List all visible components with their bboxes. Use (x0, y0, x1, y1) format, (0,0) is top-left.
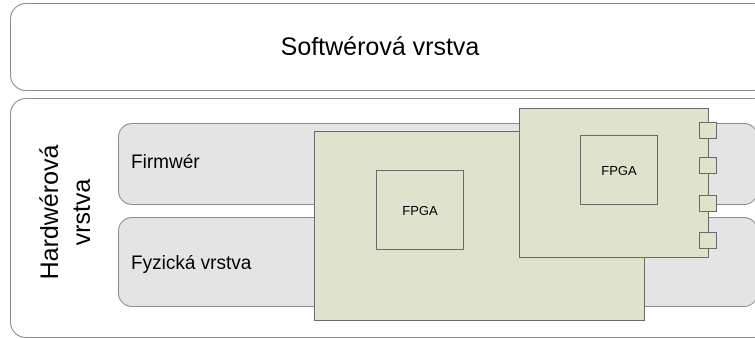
physical-layer-label: Fyzická vrstva (131, 253, 252, 274)
main-fpga-label: FPGA (402, 202, 438, 218)
software-layer-box (10, 3, 755, 91)
hardware-layer-label: Hardwérová vrstva (25, 112, 115, 312)
main-fpga-chip: FPGA (376, 170, 464, 250)
software-layer-label: Softwérová vrstva (280, 33, 480, 61)
second-fpga-label: FPGA (601, 162, 637, 178)
firmware-label: Firmwér (131, 152, 200, 173)
hardware-label-line1: Hardwérová (36, 145, 64, 280)
board-connector (699, 157, 717, 174)
hardware-label-line2: vrstva (68, 179, 96, 246)
board-connector (699, 122, 717, 139)
second-fpga-chip: FPGA (580, 135, 658, 205)
board-connector (699, 232, 717, 249)
board-connector (699, 195, 717, 212)
